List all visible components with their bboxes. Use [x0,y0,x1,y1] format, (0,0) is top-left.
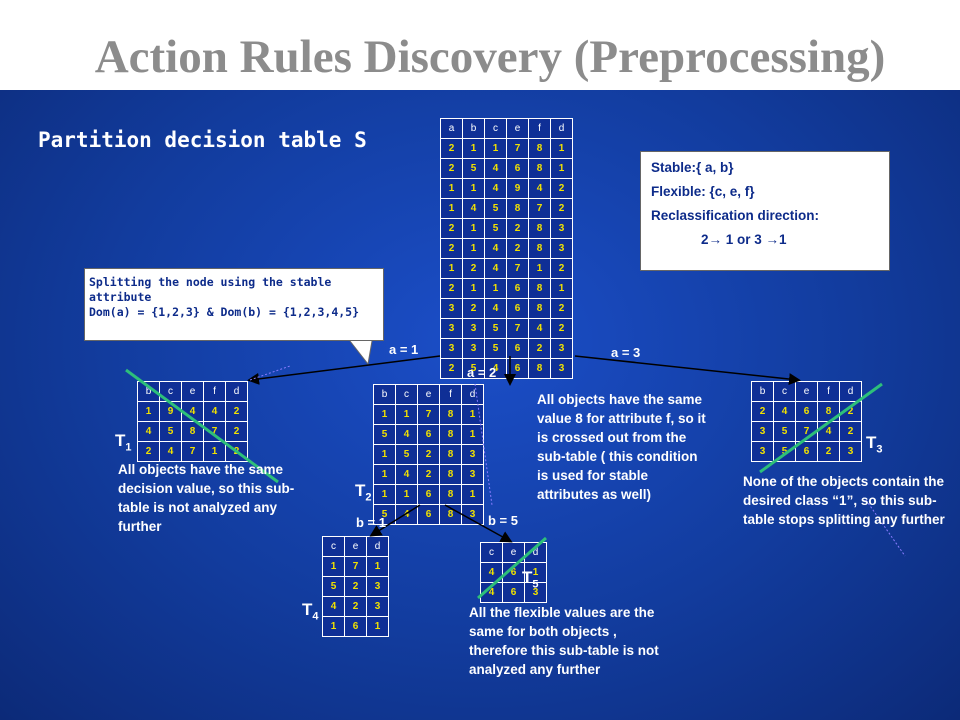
flexible-attributes: Flexible: {c, e, f} [651,184,755,199]
table-cell: 3 [550,358,573,379]
table-cell: 1 [366,556,389,577]
dotted-line-3 [865,499,906,557]
table-cell: 8 [528,358,551,379]
table-cell: 1 [461,484,484,505]
edge-label-a3: a = 3 [611,345,641,360]
cross-line-t1 [125,368,279,484]
header-band [0,0,960,90]
edge-label-a1: a = 1 [389,342,419,357]
note-t3: None of the objects contain the desired … [743,474,945,527]
edge-label-b1: b = 1 [356,515,386,530]
edge-label-a2: a = 2 [467,365,497,380]
table-cell: 6 [506,358,529,379]
table-cell: 3 [461,464,484,485]
cross-line-t3 [759,382,883,474]
table-cell: 1 [550,138,573,159]
subtable-t1: bcefd194424587224712 [137,381,248,462]
column-header: d [524,542,547,563]
note-t1: All objects have the same decision value… [118,462,295,534]
cross-line-t5 [477,536,547,600]
note-t5: All the flexible values are the same for… [469,605,659,677]
table-cell: 2 [550,258,573,279]
note-t2: All objects have the same value 8 for at… [537,392,706,502]
label-t1: T1 [115,431,132,454]
table-cell: 4 [159,441,182,462]
attribute-info-box: Stable:{ a, b} Flexible: {c, e, f} Recla… [640,151,890,271]
dotted-line-1 [249,365,291,381]
table-cell: 3 [839,441,862,462]
table-cell: 1 [524,562,547,583]
callout-pointer [349,340,373,366]
split-line-1: Splitting the node using the stable attr… [89,275,332,304]
edge-arrow-b5 [444,504,513,543]
split-callout: Splitting the node using the stable attr… [84,268,384,341]
reclassification-value: 2→ 1 or 3 →1 [701,232,787,247]
label-t4: T4 [302,600,319,623]
slide-subtitle: Partition decision table S [38,128,367,152]
edge-arrow-b1 [369,504,421,537]
stable-attributes: Stable:{ a, b} [651,160,734,175]
edge-label-b5: b = 5 [488,513,518,528]
table-cell: 1 [366,616,389,637]
edge-arrow-a3 [574,355,801,386]
label-t2: T2 [355,481,372,504]
table-cell: 3 [524,582,547,603]
table-cell: 6 [344,616,367,637]
dotted-line-2 [474,383,493,506]
label-t5: T5 [522,568,539,591]
slide-title: Action Rules Discovery (Preprocessing) [94,31,886,83]
split-line-2: Dom(a) = {1,2,3} & Dom(b) = {1,2,3,4,5} [89,305,360,319]
edge-arrow-a1 [247,355,441,385]
reclassification-label: Reclassification direction: [651,208,820,223]
label-t3: T3 [866,433,883,456]
